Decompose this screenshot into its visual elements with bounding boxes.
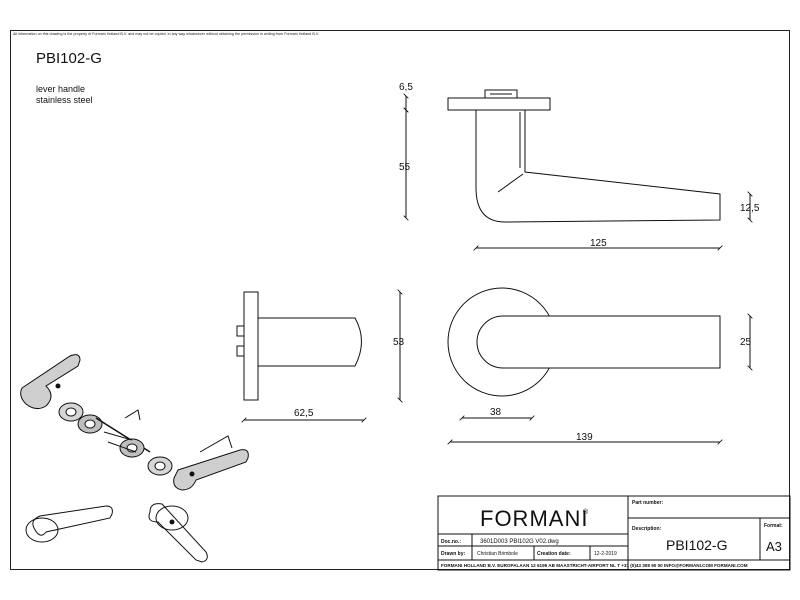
lever-bend-line — [497, 173, 524, 193]
persp-rose-right — [155, 505, 189, 531]
title-block — [437, 495, 791, 571]
rose-cap — [484, 89, 518, 99]
dim-lever-length: 125 — [590, 238, 607, 249]
front-view — [447, 287, 750, 442]
doc-value: 3601D003 PBI102G V02.dwg — [480, 539, 559, 545]
iso-spindle-pin — [124, 409, 141, 421]
exploded-view — [20, 354, 249, 491]
side-rose — [243, 291, 259, 401]
dim-front-length: 139 — [576, 432, 593, 443]
iso-screw-left — [55, 383, 61, 389]
dim-height: 55 — [399, 162, 411, 173]
title-block-border — [437, 495, 791, 571]
part-title: PBI102-G — [36, 50, 102, 67]
dim-rose-thickness: 6,5 — [399, 82, 413, 93]
formani-logo: FORMANI — [480, 506, 588, 531]
iso-plate-left-hole — [84, 419, 96, 429]
dim-lever-end: 12,5 — [740, 203, 760, 214]
format-label: Format: — [764, 523, 783, 529]
iso-rose-left-hole — [65, 407, 77, 417]
description-value: PBI102-G — [666, 537, 727, 553]
drawn-value: Christian Brimbole — [477, 551, 518, 557]
front-lever — [476, 315, 721, 369]
lever-profile — [475, 109, 721, 223]
iso-bolt-2 — [107, 441, 137, 453]
side-lever — [258, 317, 362, 367]
part-number-label: Part number: — [632, 500, 663, 506]
top-view — [406, 89, 750, 248]
side-screw-top — [236, 325, 245, 337]
company-footer: FORMANI HOLLAND B.V. EUROPALAAN 12 6199 … — [441, 563, 748, 568]
creation-value: 12-2-2019 — [594, 551, 617, 557]
persp-screw — [169, 519, 175, 525]
iso-lever-right — [173, 449, 249, 491]
iso-allen-key — [199, 435, 233, 453]
dim-side-width: 53 — [393, 337, 405, 348]
iso-bolt-1 — [103, 431, 133, 441]
perspective-views — [25, 503, 208, 563]
dim-side-projection: 62,5 — [294, 408, 314, 419]
drawing-frame — [10, 30, 790, 570]
iso-lever-left — [20, 354, 81, 410]
description-line-1: lever handle — [36, 84, 86, 94]
side-view — [236, 291, 400, 420]
iso-screw-right — [189, 471, 195, 477]
format-value: A3 — [766, 539, 782, 554]
copyright-notice: All information on this drawing is the p… — [13, 32, 320, 36]
persp-lever-right — [148, 503, 208, 563]
creation-label: Creation date: — [537, 551, 571, 557]
doc-label: Doc.no.: — [441, 539, 461, 545]
dim-front-offset: 38 — [490, 407, 502, 418]
formani-logo-mark: ® — [583, 508, 589, 516]
drawn-label: Drawn by: — [441, 551, 466, 557]
persp-lever-left — [32, 505, 113, 536]
dim-front-width: 25 — [740, 337, 752, 348]
persp-rose-left — [25, 517, 59, 543]
description-line-2: stainless steel — [36, 95, 93, 105]
side-screw-bottom — [236, 345, 245, 357]
rose-plate — [447, 97, 551, 111]
iso-rose-right-hole — [154, 461, 166, 471]
description-label: Description: — [632, 526, 662, 532]
